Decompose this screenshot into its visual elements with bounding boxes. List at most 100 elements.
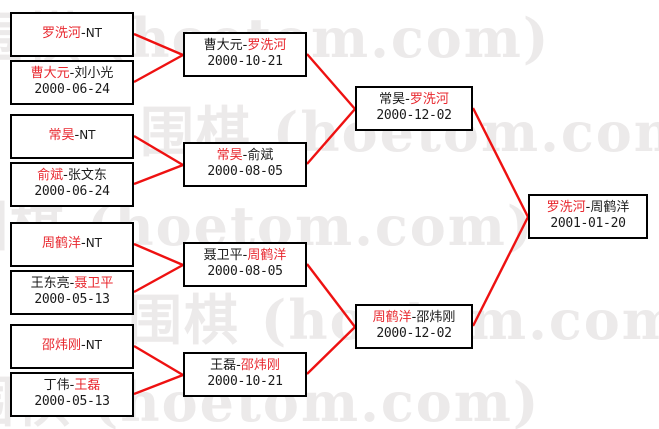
- player-left: 曹大元: [203, 38, 243, 54]
- match-players: 常昊-罗洗河: [379, 93, 449, 108]
- player-right: 周鹤洋: [590, 200, 630, 216]
- player-left: 王东亮: [30, 276, 70, 292]
- match-date: 2000-10-21: [207, 54, 283, 69]
- match-players: 王东亮-聂卫平: [31, 277, 114, 292]
- match-players: 常昊-NT: [48, 128, 96, 144]
- match-players: 罗洗河-周鹤洋: [547, 201, 630, 216]
- connector-line: [133, 163, 184, 186]
- connector-line: [306, 263, 356, 328]
- match-players: 罗洗河-NT: [41, 26, 103, 42]
- bye-label: NT: [85, 26, 103, 41]
- player-separator: -: [242, 248, 248, 264]
- match-date: 2000-10-21: [207, 374, 283, 389]
- player-left: 常昊: [379, 92, 406, 108]
- match-date: 2000-08-05: [207, 164, 283, 179]
- player-separator: -: [63, 168, 68, 184]
- connector-line: [133, 373, 184, 396]
- player-left: 曹大元: [30, 66, 70, 82]
- player-separator: -: [236, 358, 241, 374]
- player-right: 罗洗河: [247, 38, 287, 54]
- connector-line: [306, 108, 356, 165]
- player-left: 丁伟: [43, 378, 70, 394]
- player-separator: -: [69, 378, 75, 394]
- player-separator: -: [69, 276, 75, 292]
- player-left: 邵炜刚: [41, 338, 81, 354]
- match-box-r1m5[interactable]: 周鹤洋-NT: [10, 222, 134, 267]
- connector-line: [133, 53, 184, 84]
- bye-label: NT: [79, 128, 96, 143]
- connector-line: [306, 326, 356, 375]
- player-separator: -: [74, 128, 80, 144]
- connector-line: [306, 53, 356, 110]
- connector-line: [133, 344, 184, 377]
- player-right: 周鹤洋: [247, 248, 287, 264]
- match-players: 聂卫平-周鹤洋: [204, 249, 287, 264]
- match-date: 2000-06-24: [34, 184, 110, 199]
- player-left: 罗洗河: [546, 200, 586, 216]
- match-date: 2001-01-20: [550, 216, 626, 231]
- player-left: 罗洗河: [41, 26, 81, 42]
- player-left: 俞斌: [37, 168, 64, 184]
- match-date: 2000-06-24: [34, 82, 110, 97]
- match-players: 常昊-俞斌: [217, 149, 274, 164]
- match-box-r1m7[interactable]: 邵炜刚-NT: [10, 324, 134, 369]
- match-players: 周鹤洋-邵炜刚: [373, 311, 456, 326]
- match-box-r1m1[interactable]: 罗洗河-NT: [10, 12, 134, 57]
- connector-line: [133, 134, 184, 167]
- player-separator: -: [242, 148, 248, 164]
- player-separator: -: [69, 66, 75, 82]
- match-players: 周鹤洋-NT: [41, 236, 103, 252]
- connector-line: [471, 107, 530, 218]
- player-separator: -: [585, 200, 591, 216]
- connector-line: [133, 242, 184, 267]
- player-separator: -: [81, 26, 86, 42]
- match-players: 俞斌-张文东: [37, 169, 107, 184]
- player-right: 俞斌: [247, 148, 274, 164]
- match-date: 2000-05-13: [34, 394, 110, 409]
- match-date: 2000-12-02: [376, 326, 452, 341]
- player-right: 邵炜刚: [416, 310, 456, 326]
- connector-line: [471, 216, 530, 327]
- match-players: 曹大元-罗洗河: [204, 39, 287, 54]
- match-date: 2000-08-05: [207, 264, 283, 279]
- player-left: 周鹤洋: [41, 236, 81, 252]
- match-players: 王磊-邵炜刚: [210, 359, 280, 374]
- bye-label: NT: [85, 236, 103, 251]
- match-box-r1m3[interactable]: 常昊-NT: [10, 114, 134, 159]
- player-left: 周鹤洋: [372, 310, 412, 326]
- bye-label: NT: [85, 338, 103, 353]
- player-left: 王磊: [210, 358, 237, 374]
- player-separator: -: [411, 310, 417, 326]
- player-left: 聂卫平: [203, 248, 243, 264]
- player-right: 王磊: [74, 378, 101, 394]
- player-right: 张文东: [67, 168, 107, 184]
- player-left: 常昊: [48, 128, 75, 144]
- player-right: 聂卫平: [74, 276, 114, 292]
- match-players: 曹大元-刘小光: [31, 67, 114, 82]
- match-date: 2000-05-13: [34, 292, 110, 307]
- player-right: 刘小光: [74, 66, 114, 82]
- player-right: 罗洗河: [409, 92, 449, 108]
- player-right: 邵炜刚: [240, 358, 280, 374]
- match-date: 2000-12-02: [376, 108, 452, 123]
- match-players: 丁伟-王磊: [44, 379, 101, 394]
- connector-line: [133, 32, 184, 57]
- match-players: 邵炜刚-NT: [41, 338, 103, 354]
- player-left: 常昊: [216, 148, 243, 164]
- player-separator: -: [405, 92, 410, 108]
- player-separator: -: [81, 338, 86, 354]
- player-separator: -: [242, 38, 248, 54]
